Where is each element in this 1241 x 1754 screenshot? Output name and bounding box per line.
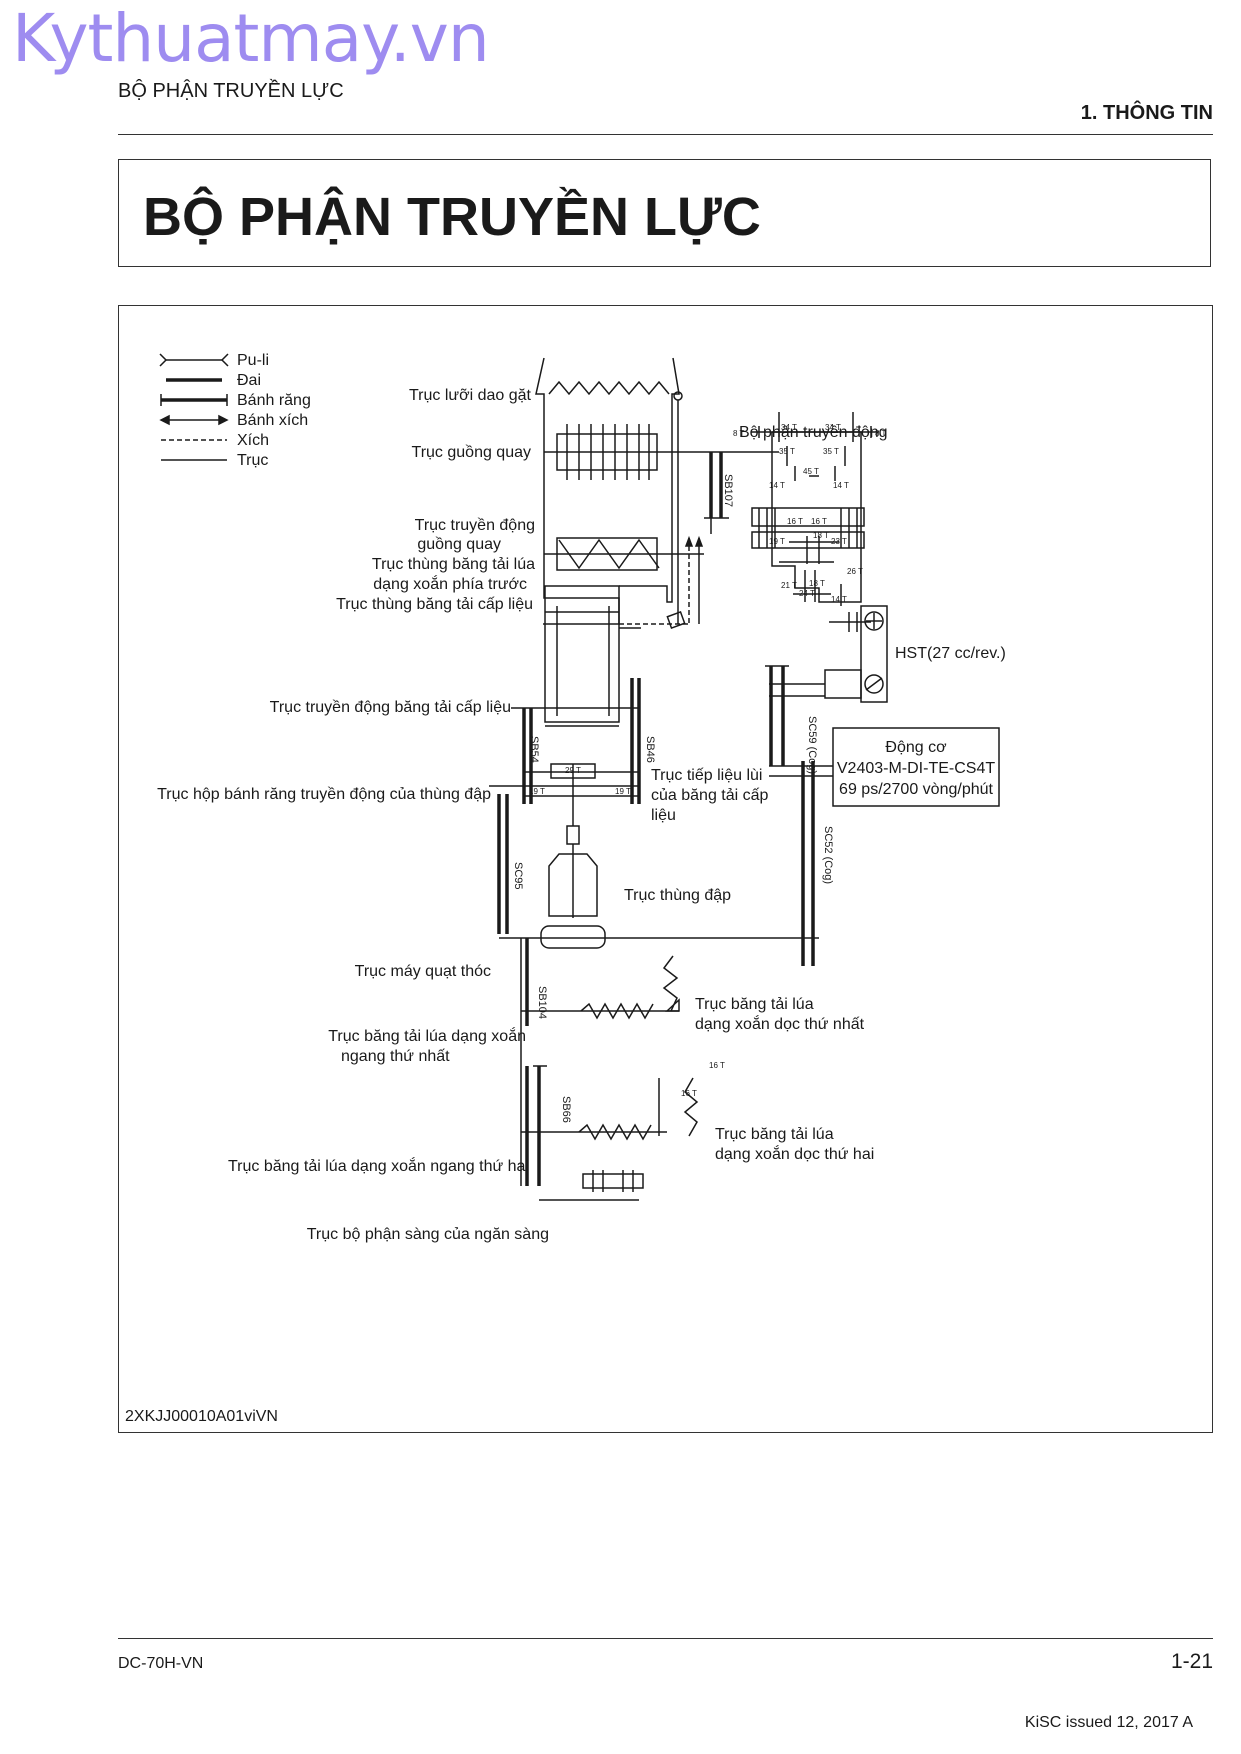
title-box: BỘ PHẬN TRUYỀN LỰC [118,159,1211,267]
label-reel-shaft: Trục guồng quay [412,444,531,461]
label-engine-3: 69 ps/2700 vòng/phút [839,781,993,798]
legend-label-belt: Đai [237,372,261,389]
footer-divider [118,1638,1213,1639]
label-reverse-3: liệu [651,807,676,824]
label-feeder-drive: Trục truyền động băng tải cấp liệu [270,699,511,716]
page-number: 1-21 [1170,1650,1213,1673]
tooth-label: 19 T [769,537,785,546]
legend-label-chain: Xích [237,432,269,449]
label-reverse-1: Trục tiếp liệu lùi [651,767,762,784]
tooth-label: 8 T [875,429,887,438]
label-engine-1: Động cơ [885,739,947,756]
legend-label-gear: Bánh răng [237,392,311,409]
label-reel-drive-2: guồng quay [417,536,501,553]
engine-box [832,727,1000,807]
belt-tag: SB66 [560,1096,572,1123]
footer-issued: KiSC issued 12, 2017 A [1024,1714,1193,1731]
engine-belts [765,665,833,966]
belt-tag: SB46 [644,736,656,763]
watermark: Kythuatmay.vn [12,0,490,77]
tooth-label: 16 T [681,1089,697,1098]
belt-tag: SB104 [536,986,548,1019]
legend-label-shaft: Trục [237,452,268,469]
tooth-label: 45 T [803,467,819,476]
belt-tag: SB107 [722,474,734,507]
belt-tag: SC59 (Cog) [806,716,818,774]
legend-label-pulley: Pu-li [237,352,269,369]
belt-tag: SC52 (Cog) [822,826,834,884]
belt-tag: SB54 [528,736,540,763]
label-engine-2: V2403-M-DI-TE-CS4T [837,760,995,777]
tooth-label: 34 T [825,423,841,432]
tooth-label: 24 T [799,589,815,598]
label-transmission: Bộ phận truyền động [739,424,888,441]
label-h-auger1-1: Trục băng tải lúa dạng xoắn [328,1026,526,1045]
tooth-label: 18 T [809,579,825,588]
label-v-auger2-1: Trục băng tải lúa [715,1126,834,1143]
tooth-label: 16 T [709,1061,725,1070]
reel-drive-belts [684,452,729,624]
tooth-label: 35 T [779,447,795,456]
tooth-label: 14 T [833,481,849,490]
label-h-auger2: Trục băng tải lúa dạng xoắn ngang thứ ha… [228,1156,529,1175]
page-title: BỘ PHẬN TRUYỀN LỰC [143,187,761,247]
tooth-label: 16 T [787,517,803,526]
label-v-auger2-2: dạng xoắn dọc thứ hai [715,1144,874,1163]
label-h-auger1-2: ngang thứ nhất [341,1048,450,1065]
tooth-label: 23 T [831,537,847,546]
legend-label-sprocket: Bánh xích [237,412,308,429]
footer-model: DC-70H-VN [118,1655,204,1672]
tooth-label: 35 T [823,447,839,456]
label-feeder-housing: Trục thùng băng tải cấp liệu [336,596,533,613]
label-cutter-shaft: Trục lưỡi dao gặt [409,387,532,404]
label-fan: Trục máy quạt thóc [355,963,491,980]
legend [159,353,229,461]
label-v-auger1-1: Trục băng tải lúa [695,996,814,1013]
power-train-diagram: Pu-li Đai Bánh răng Bánh xích Xích Trục … [118,305,1213,1433]
label-front-auger-1: Trục thùng băng tải lúa [372,556,535,573]
tooth-label: 19 T [615,787,631,796]
tooth-label: 8 T [733,429,745,438]
label-hst: HST(27 cc/rev.) [895,645,1006,662]
feeder-and-gearbox [489,678,819,949]
tooth-label: 14 T [831,595,847,604]
label-v-auger1-2: dạng xoắn dọc thứ nhất [695,1014,865,1033]
tooth-label: 26 T [847,567,863,576]
tooth-label: 14 T [769,481,785,490]
label-reverse-2: của băng tải cấp [651,787,769,804]
header-divider [118,134,1213,135]
diagram-svg: Pu-li Đai Bánh răng Bánh xích Xích Trục … [157,352,1006,1243]
label-thresher: Trục thùng đập [624,887,731,904]
transmission-box [751,412,888,703]
tooth-label: 34 T [781,423,797,432]
label-sieve: Trục bộ phận sàng của ngăn sàng [307,1226,549,1243]
header-frame [535,357,779,727]
header-section: BỘ PHẬN TRUYỀN LỰC [118,80,344,102]
belt-tag: SC95 [512,862,524,890]
tooth-label: 18 T [813,531,829,540]
label-front-auger-2: dạng xoắn phía trước [373,574,527,593]
label-reel-drive-1: Trục truyền động [415,517,535,534]
tooth-label: 29 T [565,766,581,775]
tooth-label: 19 T [529,787,545,796]
augers-and-sieve [520,938,699,1201]
tooth-label: 16 T [811,517,827,526]
diagram-code: 2XKJJ00010A01viVN [125,1408,278,1425]
tooth-label: 21 T [781,581,797,590]
label-gearbox-shaft: Trục hộp bánh răng truyền động của thùng… [157,786,491,803]
header-chapter: 1. THÔNG TIN [1080,102,1213,124]
